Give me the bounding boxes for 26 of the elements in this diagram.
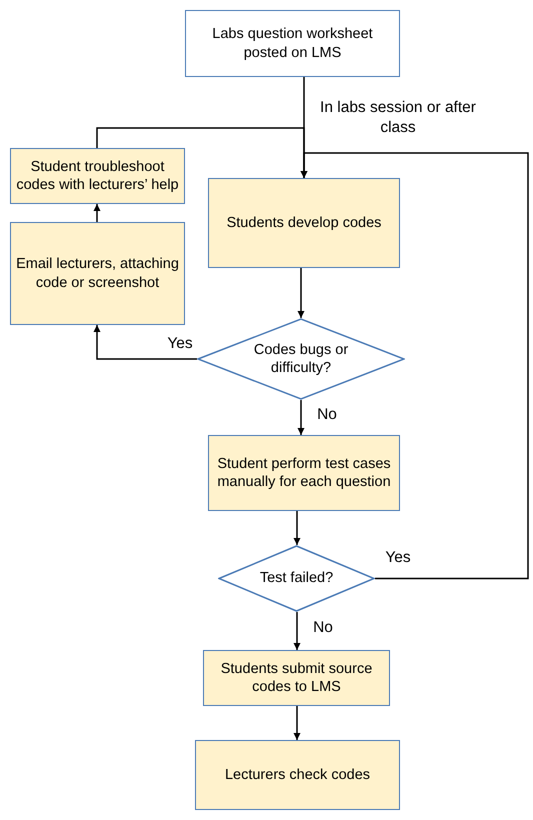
node-text: Labs question worksheet posted on LMS: [211, 25, 374, 62]
decision-diamond: [197, 318, 405, 400]
node-text: Students submit source codes to LMS: [220, 660, 374, 696]
process-box: [10, 222, 185, 325]
process-box: [203, 650, 390, 706]
process-box: [208, 435, 400, 511]
arrow: [94, 204, 100, 222]
arrow: [298, 400, 304, 435]
arrow: [94, 325, 197, 360]
node-text: Test failed?: [258, 569, 334, 588]
decision-diamond: [218, 545, 375, 612]
arrow: [294, 511, 300, 545]
process-box: [185, 10, 400, 77]
node-text: Student troubleshoot codes with lecturers’ help: [15, 158, 180, 194]
node-text: Codes bugs or difficulty?: [252, 340, 350, 378]
node-text: Students develop codes: [226, 214, 382, 232]
arrow: [294, 706, 300, 740]
node-text: Student perform test cases manually for each question: [216, 454, 392, 492]
arrow: [298, 268, 304, 318]
node-text: Email lecturers, attaching code or screenshot: [15, 255, 180, 292]
arrow: [300, 152, 529, 580]
node-text: Lecturers check codes: [224, 766, 372, 784]
process-box: [195, 740, 400, 810]
process-box: [10, 148, 185, 204]
process-box: [208, 178, 400, 268]
arrow: [294, 612, 300, 650]
